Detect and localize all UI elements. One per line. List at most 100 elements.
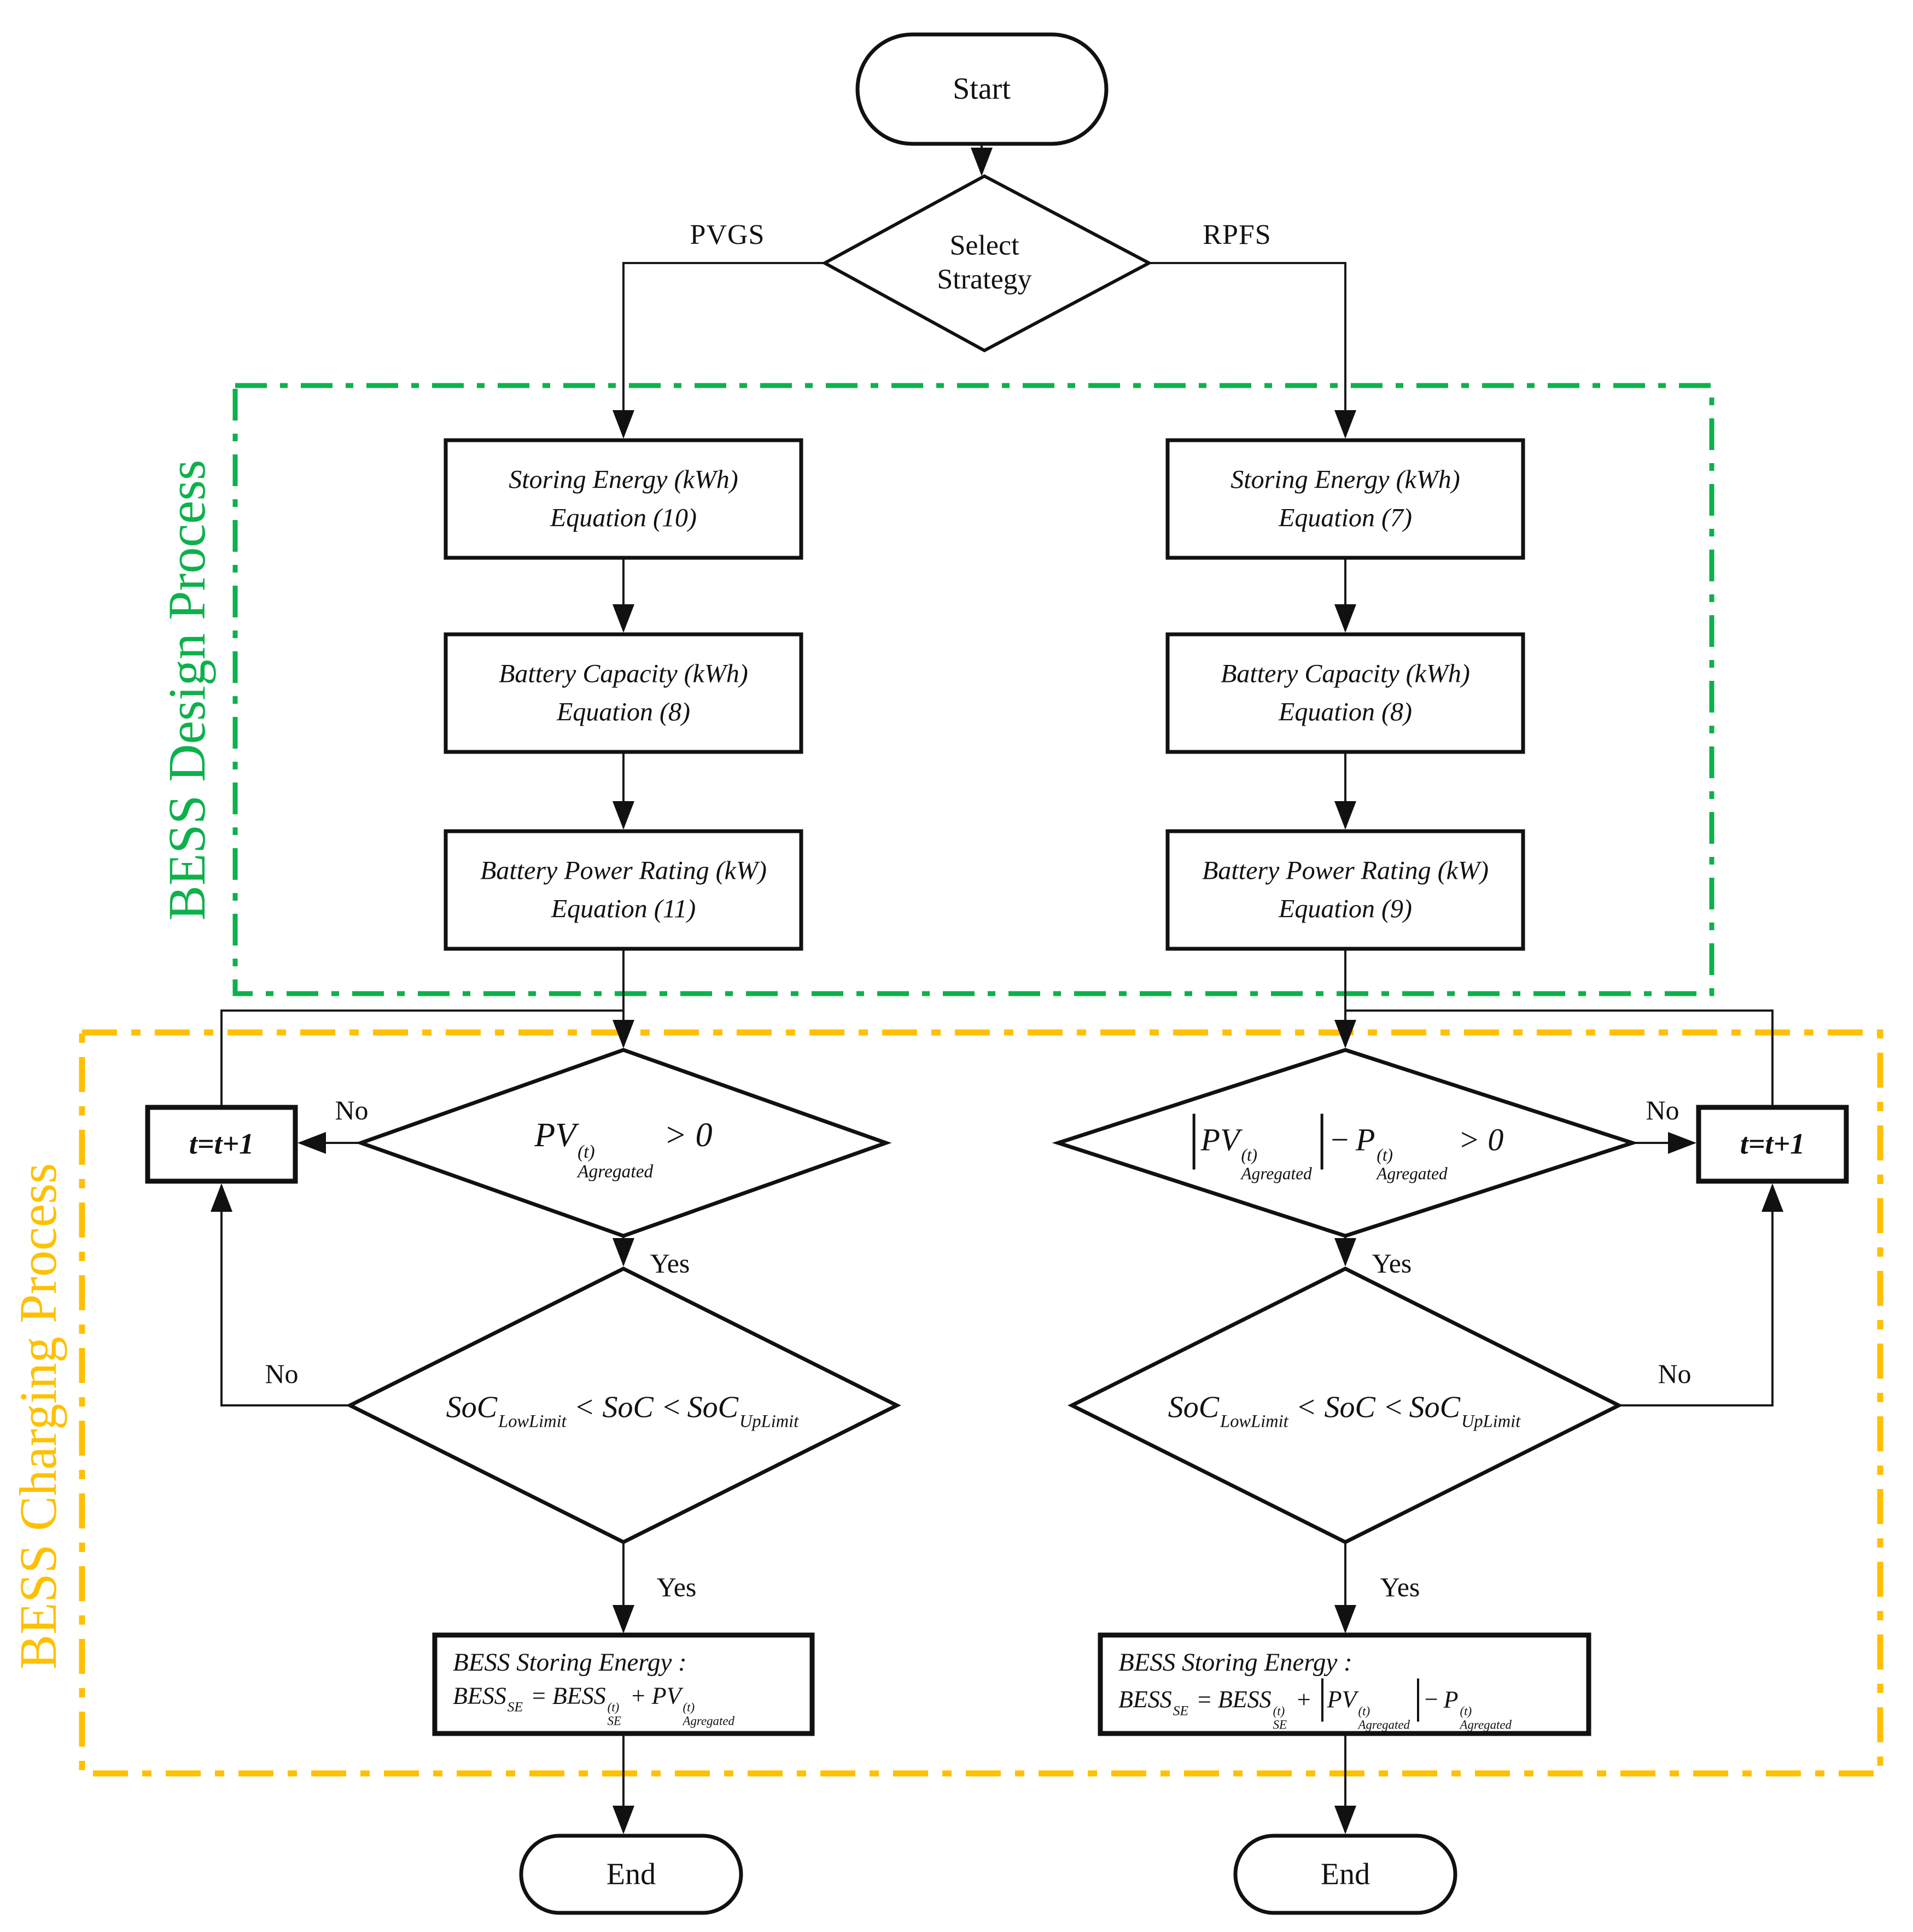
- pvgs-branch-label: PVGS: [690, 219, 765, 250]
- left-battery-power-rating-box: [444, 829, 803, 951]
- left-pv-no-label: No: [335, 1095, 369, 1125]
- right-bess-p2-supsub: (t)Agregated: [1460, 1705, 1512, 1731]
- right-bess-rhs1-supsub: (t)SE: [1273, 1705, 1287, 1731]
- right-bess-p2-sub: Agregated: [1460, 1717, 1512, 1731]
- right-bess-pv-sub: Agregated: [1358, 1717, 1410, 1731]
- right-step1-line2: Equation (7): [1279, 503, 1412, 532]
- right-pv-sub: Agregated: [1241, 1164, 1312, 1183]
- right-pv-check-formula: PV(t)Agregated−P(t)Agregated> 0: [1187, 1113, 1504, 1183]
- left-soc-b-sub: UpLimit: [739, 1411, 799, 1432]
- right-bess-pv: PV: [1327, 1686, 1357, 1713]
- left-pv-sup: (t): [578, 1141, 595, 1162]
- left-soc-a: SoC: [446, 1390, 498, 1425]
- select-strategy-line1: Select: [949, 230, 1019, 261]
- right-bess-rhs1: BESS: [1217, 1686, 1272, 1713]
- bess-charging-process-label: BESS Charging Process: [9, 1163, 67, 1670]
- left-soc-mid: < SoC <: [574, 1390, 682, 1425]
- connector-pvgs-branch: [613, 262, 825, 439]
- right-battery-capacity-label: Battery Capacity (kWh) Equation (8): [1221, 655, 1470, 731]
- left-soc-b: SoC: [687, 1390, 738, 1425]
- right-t-increment-box: [1696, 1105, 1849, 1184]
- right-pv-sup: (t): [1241, 1145, 1258, 1165]
- left-bess-rhs1-supsub: (t)SE: [608, 1701, 621, 1728]
- right-soc-yes-label: Yes: [1380, 1572, 1420, 1602]
- left-bess-pv: PV: [651, 1682, 681, 1709]
- right-bess-lhs-sub: SE: [1173, 1702, 1189, 1719]
- right-soc-mid: < SoC <: [1296, 1390, 1404, 1425]
- left-pv-base: PV: [534, 1116, 576, 1154]
- abs-bar-open: [1192, 1113, 1195, 1170]
- bess-design-process-group-box: [232, 383, 1714, 996]
- left-soc-check-formula: SoCLowLimit< SoC <SoCUpLimit: [446, 1390, 801, 1433]
- right-step2-line1: Battery Capacity (kWh): [1221, 659, 1470, 688]
- left-pv-check-diamond: [355, 1048, 892, 1238]
- left-bess-rhs1-sup: (t): [607, 1700, 620, 1714]
- right-pv-comparison: > 0: [1458, 1122, 1504, 1158]
- left-step2-line2: Equation (8): [557, 697, 690, 726]
- right-bess-plus: +: [1296, 1686, 1312, 1713]
- right-soc-check-formula: SoCLowLimit< SoC <SoCUpLimit: [1168, 1390, 1523, 1433]
- left-soc-a-sub: LowLimit: [498, 1411, 567, 1432]
- left-bess-rhs1: BESS: [552, 1682, 606, 1709]
- left-step3-line1: Battery Power Rating (kW): [480, 856, 767, 885]
- left-soc-no-label: No: [265, 1358, 299, 1389]
- right-p-sup: (t): [1377, 1145, 1393, 1165]
- right-soc-check-diamond: [1068, 1266, 1623, 1544]
- right-step2-line2: Equation (8): [1279, 697, 1412, 726]
- bess-charging-process-group-box: [79, 1029, 1883, 1777]
- left-pv-yes-label: Yes: [650, 1248, 690, 1279]
- connector-left-soc-no: [211, 1183, 350, 1406]
- rpfs-branch-label: RPFS: [1203, 219, 1272, 250]
- connector-rpfs-branch: [1149, 262, 1356, 439]
- right-step1-line1: Storing Energy (kWh): [1230, 465, 1460, 494]
- left-bess-pv-sup: (t): [683, 1700, 695, 1714]
- right-bess-formula: BESSSE=BESS(t)SE+PV(t)Agregated−P(t)Agre…: [1118, 1678, 1515, 1731]
- left-soc-check-diamond: [346, 1266, 901, 1544]
- left-storing-energy-box: [444, 438, 803, 560]
- left-bess-formula: BESSSE=BESS(t)SE+PV(t)Agregated: [453, 1682, 738, 1729]
- bess-design-process-label: BESS Design Process: [158, 460, 216, 921]
- right-pv-base: PV: [1200, 1122, 1240, 1158]
- right-bess-title: BESS Storing Energy :: [1118, 1648, 1352, 1677]
- right-end-node: [1233, 1834, 1457, 1915]
- left-storing-energy-label: Storing Energy (kWh) Equation (10): [509, 460, 738, 536]
- select-strategy-diamond: [821, 174, 1153, 353]
- right-bess-rhs1-sub: SE: [1273, 1717, 1287, 1731]
- left-battery-capacity-box: [444, 632, 803, 754]
- start-label: Start: [953, 72, 1011, 106]
- start-node: [855, 32, 1109, 146]
- right-step3-line2: Equation (9): [1279, 894, 1412, 923]
- right-p-sub: Agregated: [1377, 1164, 1448, 1183]
- left-bess-title: BESS Storing Energy :: [453, 1648, 687, 1677]
- right-pv-check-diamond: [1052, 1048, 1639, 1238]
- right-bess-lhs: BESS: [1118, 1686, 1172, 1713]
- right-bess-pv-supsub: (t)Agregated: [1358, 1705, 1409, 1731]
- right-bess-storing-box: [1098, 1632, 1591, 1736]
- abs-bar-close: [1320, 1113, 1323, 1170]
- left-bess-eq: =: [530, 1682, 547, 1709]
- connector-left-loopback: [220, 1009, 623, 1107]
- left-end-label: End: [606, 1857, 656, 1892]
- right-soc-no-label: No: [1658, 1358, 1692, 1389]
- left-bess-pv-sub: Agregated: [683, 1714, 734, 1728]
- right-storing-energy-label: Storing Energy (kWh) Equation (7): [1230, 460, 1460, 536]
- right-bess-eq: =: [1196, 1686, 1212, 1713]
- right-bess-pv-sup: (t): [1358, 1704, 1370, 1718]
- left-step1-line2: Equation (10): [550, 503, 697, 532]
- left-bess-lhs: BESS: [453, 1682, 506, 1709]
- connector-right-soc-no: [1619, 1183, 1783, 1406]
- left-pv-check-formula: PV(t)Agregated> 0: [534, 1115, 712, 1182]
- right-pv-supsub: (t)Agregated: [1241, 1146, 1312, 1183]
- right-t-increment-label: t=t+1: [1740, 1127, 1805, 1160]
- right-battery-power-rating-box: [1165, 829, 1525, 951]
- left-bess-rhs1-sub: SE: [607, 1714, 622, 1728]
- right-battery-power-rating-label: Battery Power Rating (kW) Equation (9): [1202, 851, 1489, 927]
- select-strategy-label: Select Strategy: [937, 229, 1031, 297]
- right-pv-minus: −: [1328, 1122, 1350, 1158]
- connector-right-loopback: [1345, 1009, 1774, 1107]
- right-bess-minus: −: [1422, 1686, 1439, 1713]
- select-strategy-line2: Strategy: [937, 264, 1032, 295]
- right-bess-rhs1-sup: (t): [1273, 1704, 1285, 1718]
- left-bess-pv-supsub: (t)Agregated: [683, 1701, 734, 1728]
